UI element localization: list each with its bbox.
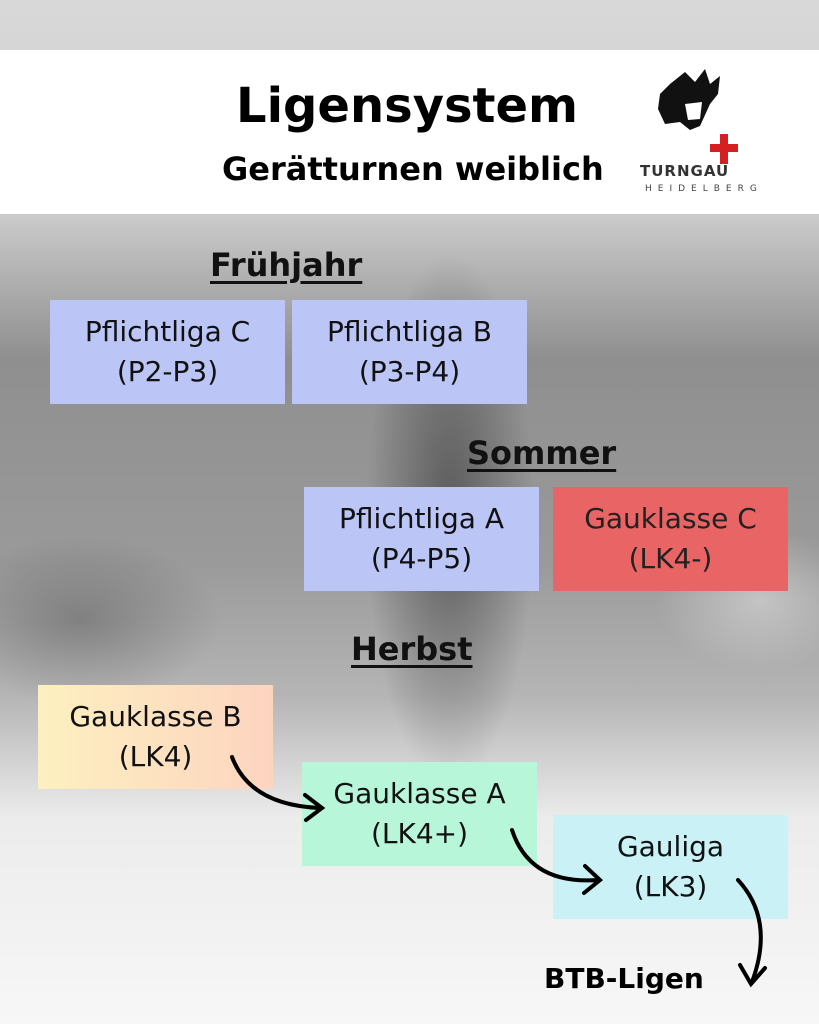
league-level: (P3-P4) <box>358 355 461 388</box>
league-name: Gauklasse A <box>333 777 506 810</box>
league-gauliga: Gauliga (LK3) <box>553 815 788 919</box>
arrow-gauliga-to-btb <box>736 878 763 984</box>
league-level: (LK3) <box>633 870 708 903</box>
arrow-b-to-a <box>230 755 322 810</box>
lion-cross-icon <box>658 69 738 164</box>
heading-summer: Sommer <box>467 434 617 472</box>
league-name: Gauliga <box>616 830 725 863</box>
btb-ligen-label: BTB-Ligen <box>544 962 704 995</box>
league-name: Gauklasse C <box>584 502 757 535</box>
league-gauklasse-a: Gauklasse A (LK4+) <box>302 762 537 866</box>
league-level: (P2-P3) <box>116 355 219 388</box>
league-level: (LK4) <box>118 740 193 773</box>
league-pflichtliga-a: Pflichtliga A (P4-P5) <box>304 487 539 591</box>
league-level: (LK4+) <box>370 817 469 850</box>
heading-autumn: Herbst <box>351 630 473 668</box>
arrow-a-to-gauliga <box>510 828 600 883</box>
league-gauklasse-b: Gauklasse B (LK4) <box>38 685 273 789</box>
league-name: Pflichtliga C <box>84 315 251 348</box>
league-level: (LK4-) <box>628 542 713 575</box>
page-subtitle: Gerätturnen weiblich <box>222 150 604 188</box>
heading-spring: Frühjahr <box>210 246 363 284</box>
league-level: (P4-P5) <box>370 542 473 575</box>
league-gauklasse-c: Gauklasse C (LK4-) <box>553 487 788 591</box>
league-pflichtliga-b: Pflichtliga B (P3-P4) <box>292 300 527 404</box>
league-pflichtliga-c: Pflichtliga C (P2-P3) <box>50 300 285 404</box>
league-name: Pflichtliga B <box>326 315 493 348</box>
league-name: Gauklasse B <box>69 700 242 733</box>
league-name: Pflichtliga A <box>339 502 504 535</box>
turngau-logo: TURNGAU HEIDELBERG <box>640 64 770 204</box>
